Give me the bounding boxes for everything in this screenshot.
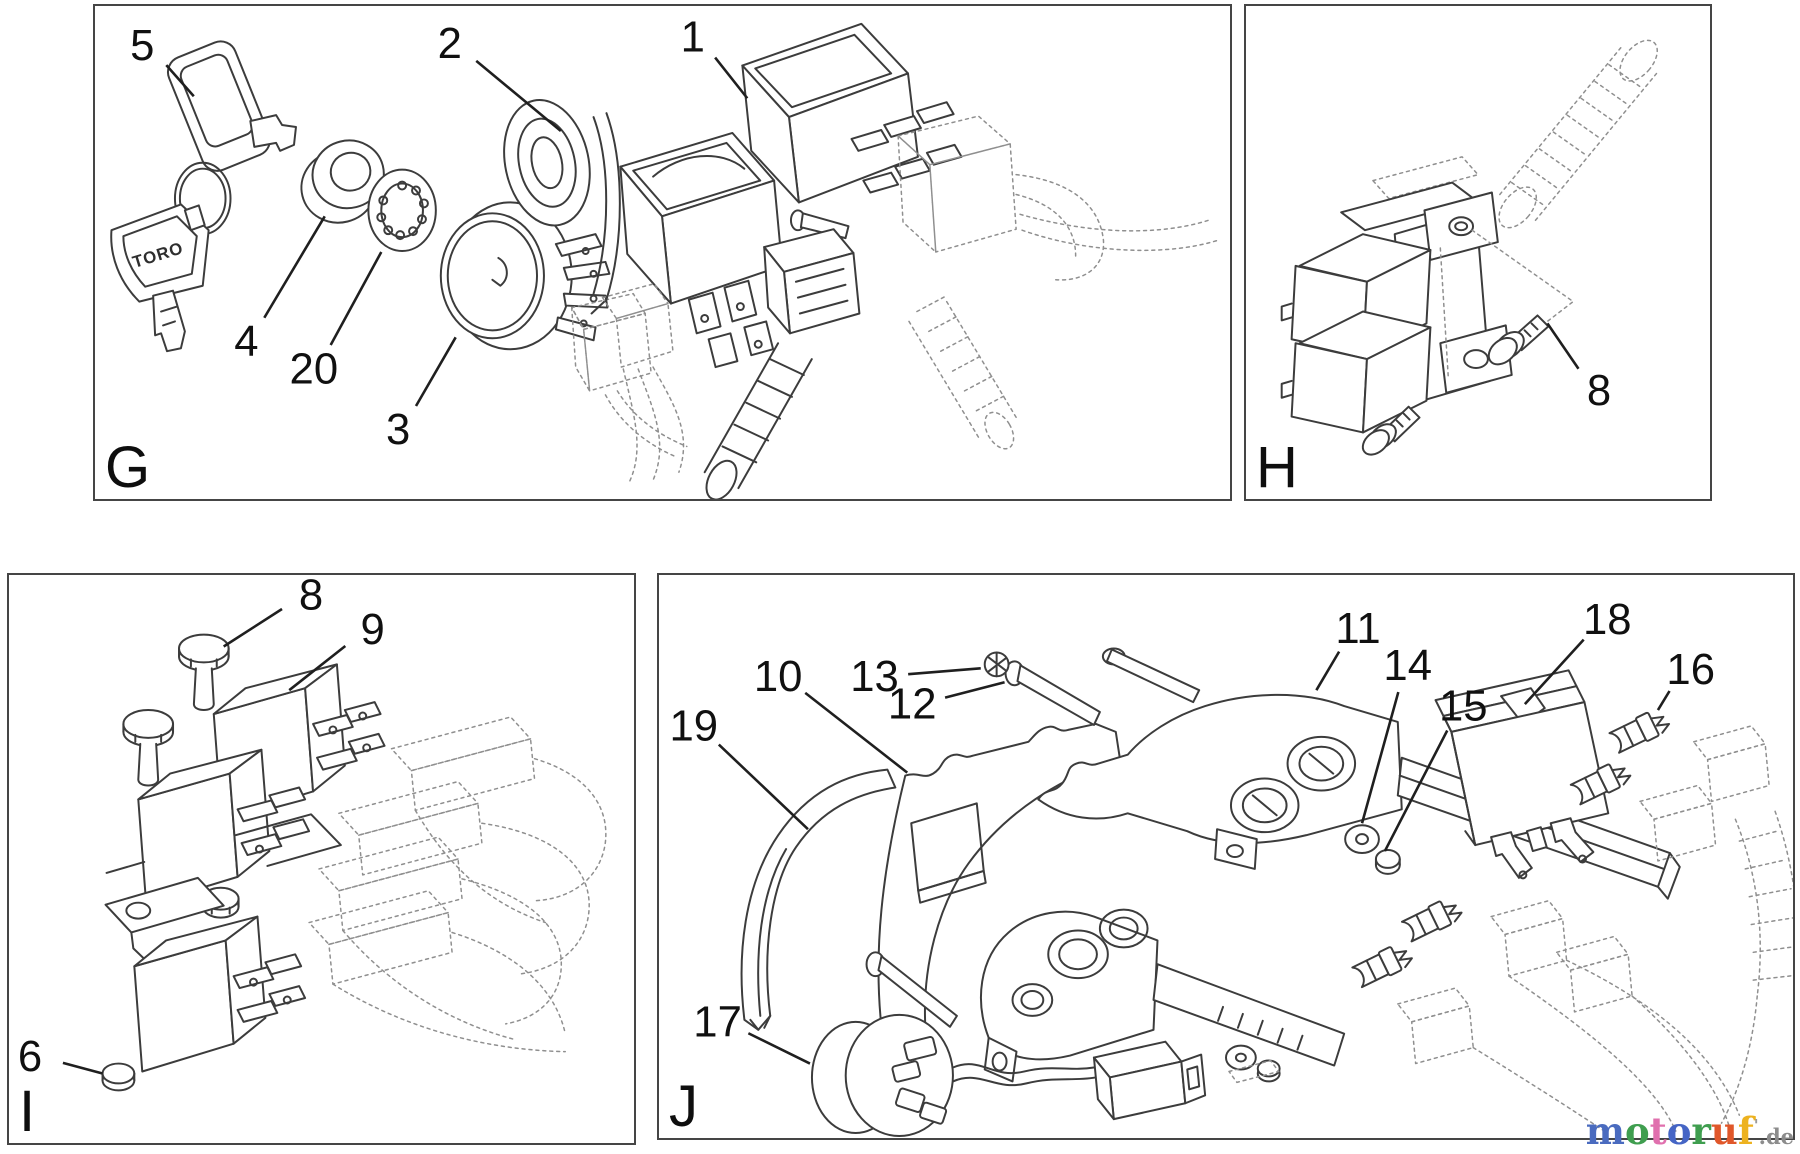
panel-H-drawing xyxy=(1280,39,1658,456)
headlight-switch-icon xyxy=(741,22,963,204)
relay-icon xyxy=(137,748,311,906)
control-housing-icon xyxy=(1037,693,1681,900)
connector-ghost-icon xyxy=(570,292,688,458)
flange-bolt-icon xyxy=(122,709,175,787)
hinge-pin-icon xyxy=(1004,660,1101,726)
harness-connector-icon xyxy=(703,228,861,499)
lock-washer-icon xyxy=(367,168,437,253)
panel-G-letter: G xyxy=(105,435,151,500)
watermark-letter: o xyxy=(1624,1109,1650,1153)
rocker-switch-icon xyxy=(619,131,784,369)
control-panel-icon xyxy=(877,722,1121,1037)
harness-ghost-icon xyxy=(1228,725,1793,1132)
relay-connector-ghost-icon xyxy=(897,115,1220,450)
light-switch-icon xyxy=(1434,669,1610,880)
watermark-letter: u xyxy=(1710,1109,1738,1153)
control-housing-underside-icon xyxy=(980,908,1346,1083)
wire-harness-ghost-icon xyxy=(308,716,607,1053)
washer-icon xyxy=(1344,824,1380,855)
hinge-pin-icon xyxy=(865,951,958,1028)
panel-J-letter: J xyxy=(669,1074,698,1139)
mount-plate-icon xyxy=(105,813,342,874)
mount-bolt-icon xyxy=(1361,405,1421,456)
watermark-letter: m xyxy=(1585,1109,1625,1153)
relay-icon xyxy=(1280,310,1432,434)
nut-icon xyxy=(1256,1059,1281,1083)
relay-bracket-icon xyxy=(104,876,225,974)
hour-meter-icon xyxy=(810,1013,1207,1138)
ignition-key-icon: TORO xyxy=(110,203,210,353)
relay-icon xyxy=(133,915,307,1073)
bezel-nut-icon xyxy=(300,139,385,224)
boot-clip-icon xyxy=(590,112,621,315)
ignition-switch-icon xyxy=(439,201,611,351)
cover-panel-icon xyxy=(740,768,897,1031)
motoruf-watermark[interactable]: motoruf'.de xyxy=(1586,1113,1794,1150)
panel-J-drawing xyxy=(740,647,1793,1138)
bulb-icon xyxy=(1569,763,1632,806)
flange-nut-icon xyxy=(101,1062,136,1092)
watermark-mark: ' xyxy=(1753,1115,1759,1135)
bulb-icon xyxy=(1400,900,1463,943)
flange-bolt-icon xyxy=(178,633,230,712)
hinge-pin-icon xyxy=(1101,647,1201,704)
wire-harness-ghost-icon xyxy=(601,283,685,483)
key-cover-icon xyxy=(166,40,297,236)
assembly-line xyxy=(1471,229,1574,323)
bulb-icon xyxy=(1608,711,1671,754)
watermark-letter: o xyxy=(1666,1109,1692,1153)
bulb-icon xyxy=(1351,946,1413,989)
panel-I-drawing xyxy=(101,633,607,1092)
mount-bolt-icon xyxy=(1487,314,1550,366)
panel-I-letter: I xyxy=(19,1079,36,1144)
washer-icon xyxy=(1225,1044,1257,1071)
watermark-letter: f xyxy=(1737,1109,1754,1153)
wire-loom-icon xyxy=(1372,39,1658,229)
nut-icon xyxy=(1374,849,1401,875)
watermark-letter: r xyxy=(1691,1109,1711,1153)
panel-H-letter: H xyxy=(1256,435,1298,500)
panel-H: 8 H xyxy=(1244,4,1712,501)
panel-G-drawing: TORO xyxy=(110,22,1220,499)
panel-G: TORO xyxy=(93,4,1232,501)
watermark-domain-suffix: .de xyxy=(1758,1124,1794,1149)
push-nut-icon xyxy=(983,651,1010,678)
watermark-letter: t xyxy=(1649,1109,1667,1153)
